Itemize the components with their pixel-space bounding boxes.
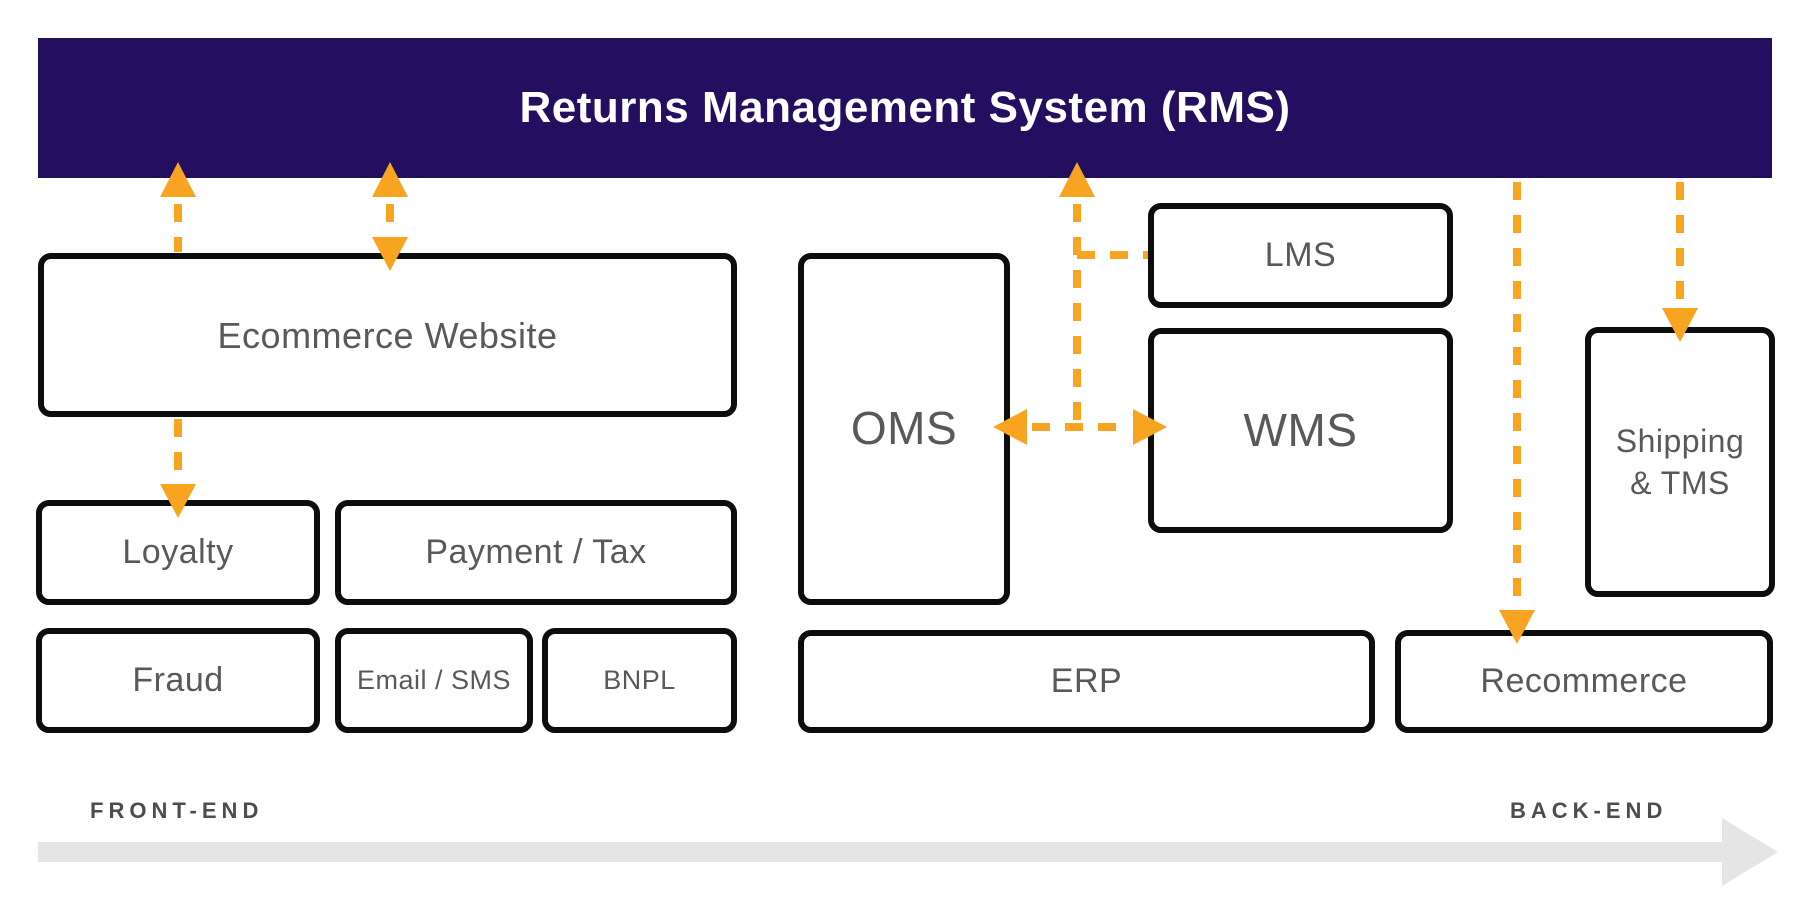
axis-track: [38, 842, 1722, 862]
backend-label: BACK-END: [1510, 798, 1668, 823]
node-bnpl: BNPL: [542, 628, 737, 733]
node-fraud: Fraud: [36, 628, 320, 733]
node-payment-tax: Payment / Tax: [335, 500, 737, 605]
node-lms: LMS: [1148, 203, 1453, 308]
frontend-label: FRONT-END: [90, 798, 264, 823]
connector-rms-to-recommerce-down-arrow: [1499, 182, 1535, 644]
node-bnpl-label: BNPL: [603, 664, 676, 695]
rms-banner-title: Returns Management System (RMS): [519, 83, 1291, 132]
node-lms-label: LMS: [1264, 236, 1337, 275]
frontend-backend-axis-arrow: [38, 818, 1778, 886]
node-fraud-label: Fraud: [132, 661, 224, 700]
node-oms-label: OMS: [850, 402, 958, 455]
node-recommerce: Recommerce: [1395, 630, 1773, 733]
axis-arrowhead-right-icon: [1722, 818, 1778, 886]
node-shipping-tms: Shipping & TMS: [1585, 327, 1775, 597]
rms-banner: Returns Management System (RMS): [38, 38, 1772, 178]
node-recommerce-label: Recommerce: [1480, 662, 1688, 701]
node-ecommerce-website: Ecommerce Website: [38, 253, 737, 417]
node-wms: WMS: [1148, 328, 1453, 533]
connector-oms-wms-junction-to-rms-up-arrow: [1059, 162, 1095, 426]
connector-oms-wms-bidirectional-arrow: [993, 409, 1167, 445]
node-erp: ERP: [798, 630, 1375, 733]
node-wms-label: WMS: [1243, 403, 1358, 456]
connector-rms-to-shipping-tms-down-arrow: [1662, 182, 1698, 342]
node-email-sms-label: Email / SMS: [356, 664, 512, 695]
node-loyalty-label: Loyalty: [122, 533, 234, 572]
node-shipping-tms-line2: & TMS: [1630, 465, 1730, 501]
node-shipping-tms-line1: Shipping: [1615, 423, 1745, 459]
node-ecommerce-website-label: Ecommerce Website: [217, 314, 558, 356]
node-payment-tax-label: Payment / Tax: [425, 533, 647, 572]
node-loyalty: Loyalty: [36, 500, 320, 605]
node-erp-label: ERP: [1050, 662, 1123, 701]
node-shipping-tms-label: Shipping & TMS: [1616, 420, 1745, 504]
node-email-sms: Email / SMS: [335, 628, 533, 733]
node-oms: OMS: [798, 253, 1010, 605]
